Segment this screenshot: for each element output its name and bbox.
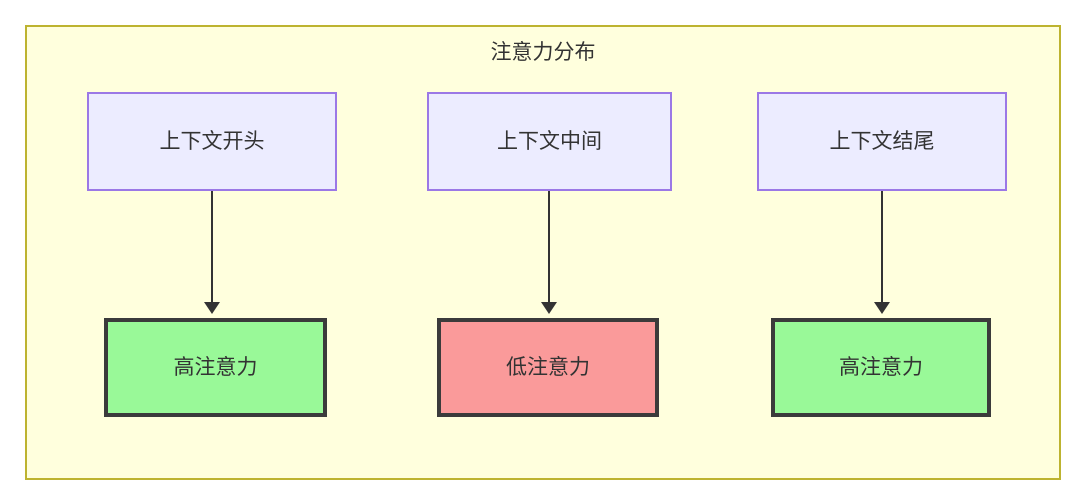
edge-context-end-to-high: [881, 191, 883, 304]
arrowhead-icon-3: [874, 302, 890, 314]
diagram-title: 注意力分布: [490, 41, 596, 64]
node-context-end[interactable]: 上下文结尾: [757, 92, 1007, 191]
node-low-attention-middle[interactable]: 低注意力: [437, 318, 659, 417]
node-context-start[interactable]: 上下文开头: [87, 92, 337, 191]
node-high-attention-start[interactable]: 高注意力: [104, 318, 327, 417]
edge-context-middle-to-low: [548, 191, 550, 304]
node-high-attention-end[interactable]: 高注意力: [771, 318, 991, 417]
arrowhead-icon-1: [204, 302, 220, 314]
edge-context-start-to-high: [211, 191, 213, 304]
node-context-middle[interactable]: 上下文中间: [427, 92, 672, 191]
arrowhead-icon-2: [541, 302, 557, 314]
